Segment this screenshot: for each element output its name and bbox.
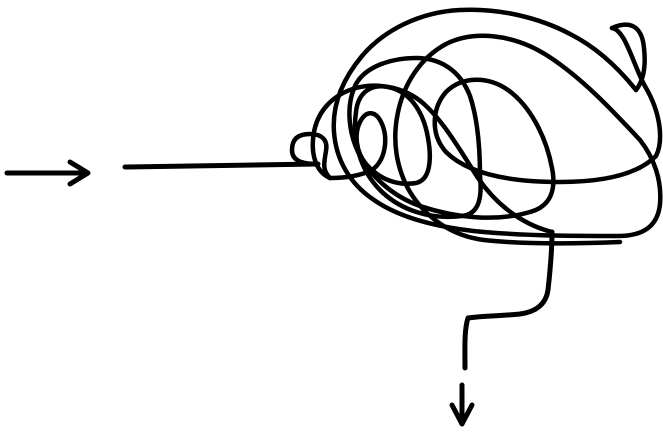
entry-arrow — [7, 162, 88, 184]
exit-arrow — [452, 385, 472, 424]
large-sweep — [395, 36, 640, 243]
entry-line — [125, 164, 318, 167]
exit-line — [465, 232, 552, 368]
tangle-scribble — [292, 10, 660, 244]
